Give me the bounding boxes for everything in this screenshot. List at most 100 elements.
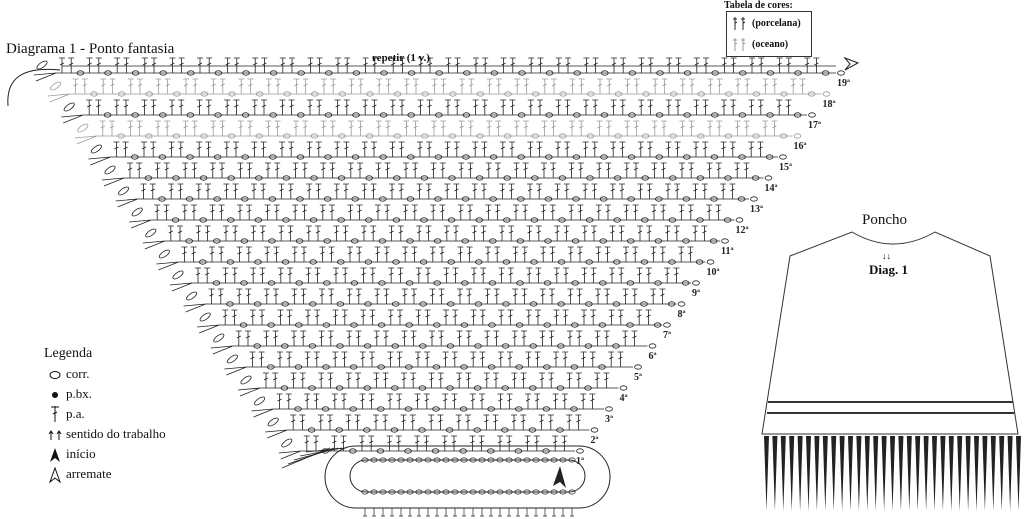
double-crochet-stitch (748, 141, 755, 157)
double-crochet-stitch (581, 225, 588, 241)
double-crochet-stitch (385, 120, 391, 136)
double-crochet-stitch (261, 99, 267, 115)
chain-stitch (308, 343, 317, 349)
chain-stitch (254, 175, 263, 181)
fringe-tassel (999, 436, 1005, 511)
double-crochet-stitch (462, 508, 466, 517)
chain-stitch (350, 322, 358, 328)
fringe-tassel (848, 436, 853, 511)
chain-stitch (213, 238, 221, 244)
double-crochet-stitch (286, 309, 293, 325)
double-crochet-stitch (506, 435, 513, 451)
chain-stitch (542, 406, 551, 412)
fringe-tassel (965, 436, 971, 511)
double-crochet-stitch (219, 162, 225, 178)
chain-stitch (529, 301, 538, 307)
double-crochet-stitch (785, 57, 792, 73)
double-crochet-stitch (277, 267, 284, 283)
double-crochet-stitch (567, 330, 573, 346)
double-crochet-stitch (604, 288, 611, 304)
double-crochet-stitch (470, 309, 477, 325)
double-crochet-stitch (583, 99, 589, 115)
double-crochet-stitch (457, 246, 464, 262)
double-crochet-stitch (509, 99, 516, 115)
double-crochet-stitch (465, 372, 472, 388)
double-crochet-stitch (371, 141, 377, 157)
chain-stitch (531, 133, 539, 139)
double-crochet-stitch (715, 204, 722, 220)
chain-stitch (474, 343, 482, 349)
chain-stitch (267, 417, 279, 427)
color-table: Tabela de cores: (porcelana) (oceano) (724, 0, 812, 57)
double-crochet-stitch (592, 99, 599, 115)
double-crochet-stitch (368, 393, 375, 409)
chain-stitch (663, 322, 671, 328)
chain-stitch (376, 406, 385, 412)
chain-stitch (253, 301, 262, 307)
color-label-oceano: (oceano) (752, 38, 789, 50)
double-crochet-stitch (109, 120, 115, 136)
double-crochet-stitch (479, 351, 486, 367)
chain-stitch (613, 217, 621, 223)
color-table-item: (porcelana) (732, 13, 801, 33)
chain-stitch (779, 154, 787, 160)
double-crochet-stitch (279, 99, 286, 115)
double-crochet-stitch (361, 141, 368, 157)
chain-stitch (266, 364, 275, 370)
chain-stitch (556, 427, 564, 433)
chain-stitch (654, 280, 662, 286)
double-crochet-stitch (465, 330, 472, 346)
chain-stitch (351, 154, 360, 160)
double-crochet-stitch (541, 78, 548, 94)
chain-stitch (490, 112, 498, 118)
double-crochet-stitch (435, 508, 439, 517)
double-crochet-stitch (109, 78, 116, 94)
double-crochet-stitch (562, 351, 569, 367)
double-crochet-stitch (416, 225, 423, 241)
double-crochet-stitch (498, 309, 505, 325)
double-crochet-stitch (290, 414, 297, 430)
double-crochet-stitch (423, 393, 430, 409)
chain-stitch (557, 259, 566, 265)
double-crochet-stitch (735, 78, 741, 94)
fringe-tassel (822, 436, 828, 511)
double-crochet-stitch (539, 288, 546, 304)
chain-stitch (415, 457, 423, 463)
double-crochet-stitch (535, 309, 541, 325)
double-crochet-stitch (183, 303, 206, 313)
double-crochet-stitch (356, 204, 363, 220)
chain-stitch (487, 364, 496, 370)
chain-stitch (808, 112, 816, 118)
chain-stitch (447, 217, 456, 223)
double-crochet-stitch (619, 99, 626, 115)
double-crochet-stitch (237, 204, 243, 220)
double-crochet-stitch (196, 99, 203, 115)
fringe-tassel (881, 436, 887, 511)
chain-stitch (424, 457, 432, 463)
chain-stitch (118, 186, 130, 196)
double-crochet-stitch (785, 99, 792, 115)
chain-stitch (598, 280, 607, 286)
double-crochet-stitch (251, 141, 258, 157)
chain-stitch (821, 70, 830, 76)
double-crochet-stitch (274, 120, 281, 136)
double-crochet-stitch (748, 99, 755, 115)
chain-stitch (724, 133, 733, 139)
double-crochet-stitch (387, 309, 394, 325)
double-crochet-stitch (304, 351, 311, 367)
chain-stitch (723, 217, 732, 223)
chain-stitch (496, 489, 504, 495)
chain-stitch (460, 457, 468, 463)
chain-stitch (228, 91, 236, 97)
double-crochet-stitch (288, 99, 295, 115)
double-crochet-stitch (526, 267, 533, 283)
poncho-title: Poncho (862, 212, 907, 228)
double-crochet-stitch (190, 246, 197, 262)
chain-stitch (254, 259, 262, 265)
chain-stitch (571, 238, 580, 244)
double-crochet-stitch (508, 183, 515, 199)
double-crochet-stitch (209, 246, 215, 262)
double-crochet-stitch (417, 508, 421, 517)
chain-stitch (420, 175, 429, 181)
chain-stitch (253, 343, 262, 349)
